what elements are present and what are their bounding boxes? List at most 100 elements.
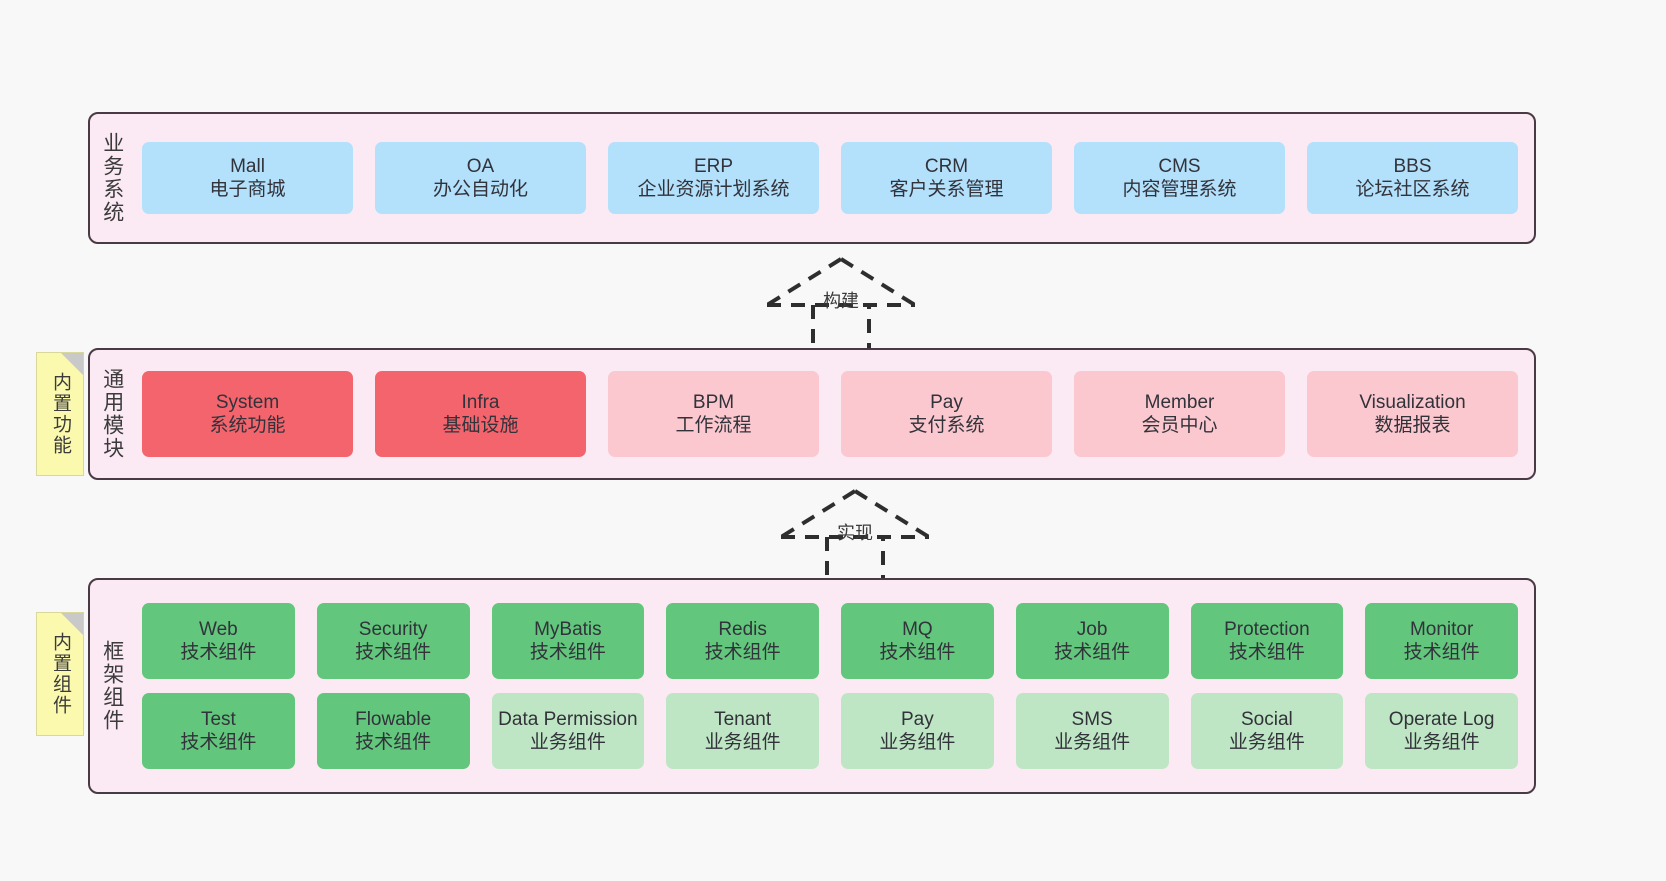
- sticky-note-builtin-function: 内置功能: [36, 352, 84, 476]
- layer-row: Test 技术组件 Flowable 技术组件 Data Permission …: [142, 693, 1518, 769]
- node-name: Pay: [901, 708, 934, 730]
- node-bpm[interactable]: BPM 工作流程: [608, 371, 819, 457]
- layer-title-modules: 通用模块: [100, 368, 124, 460]
- layer-body-modules: System 系统功能 Infra 基础设施 BPM 工作流程 Pay 支付系统…: [134, 350, 1534, 478]
- node-desc: 技术组件: [704, 642, 781, 663]
- sticky-label: 内置功能: [50, 372, 72, 456]
- node-desc: 技术组件: [355, 642, 432, 663]
- node-social[interactable]: Social 业务组件: [1190, 693, 1344, 769]
- node-name: BBS: [1393, 155, 1432, 177]
- node-desc: 办公自动化: [432, 179, 528, 200]
- node-name: Visualization: [1359, 391, 1466, 413]
- arrow-build: 构建: [751, 255, 931, 353]
- node-desc: 系统功能: [209, 415, 286, 436]
- node-name: CRM: [924, 155, 969, 177]
- node-flowable[interactable]: Flowable 技术组件: [316, 693, 470, 769]
- layer-common-modules: 通用模块 System 系统功能 Infra 基础设施 BPM 工作流程 Pay…: [88, 348, 1536, 480]
- node-name: System: [215, 391, 280, 413]
- node-erp[interactable]: ERP 企业资源计划系统: [608, 142, 819, 214]
- node-sms[interactable]: SMS 业务组件: [1015, 693, 1169, 769]
- node-desc: 数据报表: [1374, 415, 1451, 436]
- node-desc: 业务组件: [879, 732, 956, 753]
- node-name: Test: [200, 708, 236, 730]
- node-desc: 技术组件: [1054, 642, 1131, 663]
- node-desc: 技术组件: [1403, 642, 1480, 663]
- layer-body-framework: Web 技术组件 Security 技术组件 MyBatis 技术组件 Redi…: [134, 580, 1534, 792]
- node-name: Operate Log: [1388, 708, 1495, 730]
- node-desc: 技术组件: [529, 642, 606, 663]
- layer-framework-components: 框架组件 Web 技术组件 Security 技术组件 MyBatis 技术组件…: [88, 578, 1536, 794]
- node-name: Web: [199, 618, 238, 640]
- node-desc: 业务组件: [704, 732, 781, 753]
- node-visualization[interactable]: Visualization 数据报表: [1307, 371, 1518, 457]
- node-name: MyBatis: [534, 618, 602, 640]
- node-desc: 业务组件: [1403, 732, 1480, 753]
- node-name: Member: [1144, 391, 1215, 413]
- node-name: Data Permission: [498, 708, 638, 730]
- node-name: MQ: [902, 618, 933, 640]
- node-desc: 工作流程: [675, 415, 752, 436]
- node-desc: 客户关系管理: [889, 179, 1004, 200]
- node-name: ERP: [693, 155, 734, 177]
- node-name: SMS: [1071, 708, 1113, 730]
- node-mybatis[interactable]: MyBatis 技术组件: [491, 603, 645, 679]
- node-desc: 技术组件: [1228, 642, 1305, 663]
- node-name: OA: [466, 155, 495, 177]
- layer-body-business: Mall 电子商城 OA 办公自动化 ERP 企业资源计划系统 CRM 客户关系…: [134, 114, 1534, 242]
- layer-row: Web 技术组件 Security 技术组件 MyBatis 技术组件 Redi…: [142, 603, 1518, 679]
- node-oa[interactable]: OA 办公自动化: [375, 142, 586, 214]
- layer-business-systems: 业务系统 Mall 电子商城 OA 办公自动化 ERP 企业资源计划系统 CRM…: [88, 112, 1536, 244]
- node-name: BPM: [692, 391, 735, 413]
- arrow-label-realize: 实现: [837, 523, 873, 543]
- node-name: Security: [358, 618, 428, 640]
- arrow-label-build: 构建: [823, 291, 859, 311]
- node-desc: 内容管理系统: [1122, 179, 1237, 200]
- node-tenant[interactable]: Tenant 业务组件: [666, 693, 819, 769]
- node-desc: 技术组件: [180, 642, 257, 663]
- node-security[interactable]: Security 技术组件: [316, 603, 470, 679]
- sticky-note-builtin-component: 内置组件: [36, 612, 84, 736]
- layer-row: Mall 电子商城 OA 办公自动化 ERP 企业资源计划系统 CRM 客户关系…: [142, 142, 1518, 214]
- node-name: Social: [1241, 708, 1293, 730]
- node-pay-component[interactable]: Pay 业务组件: [841, 693, 994, 769]
- node-operate-log[interactable]: Operate Log 业务组件: [1365, 693, 1518, 769]
- node-name: Job: [1076, 618, 1108, 640]
- node-desc: 支付系统: [908, 415, 985, 436]
- node-name: Tenant: [714, 708, 772, 730]
- node-name: Flowable: [355, 708, 432, 730]
- node-name: Redis: [718, 618, 767, 640]
- node-crm[interactable]: CRM 客户关系管理: [841, 142, 1052, 214]
- node-mq[interactable]: MQ 技术组件: [841, 603, 994, 679]
- node-bbs[interactable]: BBS 论坛社区系统: [1307, 142, 1518, 214]
- node-data-permission[interactable]: Data Permission 业务组件: [491, 693, 645, 769]
- layer-title-framework: 框架组件: [100, 640, 124, 732]
- node-protection[interactable]: Protection 技术组件: [1190, 603, 1344, 679]
- node-test[interactable]: Test 技术组件: [142, 693, 295, 769]
- arrow-realize: 实现: [765, 487, 945, 585]
- node-name: Pay: [930, 391, 963, 413]
- node-desc: 技术组件: [180, 732, 257, 753]
- node-member[interactable]: Member 会员中心: [1074, 371, 1285, 457]
- node-desc: 业务组件: [1054, 732, 1131, 753]
- node-name: Mall: [230, 155, 265, 177]
- node-name: Protection: [1224, 618, 1310, 640]
- sticky-label: 内置组件: [50, 632, 72, 716]
- node-name: CMS: [1158, 155, 1201, 177]
- node-desc: 业务组件: [1228, 732, 1305, 753]
- layer-title-business: 业务系统: [100, 132, 124, 224]
- node-job[interactable]: Job 技术组件: [1015, 603, 1169, 679]
- node-desc: 技术组件: [879, 642, 956, 663]
- node-infra[interactable]: Infra 基础设施: [375, 371, 586, 457]
- node-desc: 论坛社区系统: [1355, 179, 1470, 200]
- node-cms[interactable]: CMS 内容管理系统: [1074, 142, 1285, 214]
- layer-row: System 系统功能 Infra 基础设施 BPM 工作流程 Pay 支付系统…: [142, 371, 1518, 457]
- node-monitor[interactable]: Monitor 技术组件: [1365, 603, 1518, 679]
- node-pay[interactable]: Pay 支付系统: [841, 371, 1052, 457]
- node-mall[interactable]: Mall 电子商城: [142, 142, 353, 214]
- node-system[interactable]: System 系统功能: [142, 371, 353, 457]
- node-redis[interactable]: Redis 技术组件: [666, 603, 819, 679]
- node-desc: 技术组件: [355, 732, 432, 753]
- node-name: Monitor: [1409, 618, 1474, 640]
- node-web[interactable]: Web 技术组件: [142, 603, 295, 679]
